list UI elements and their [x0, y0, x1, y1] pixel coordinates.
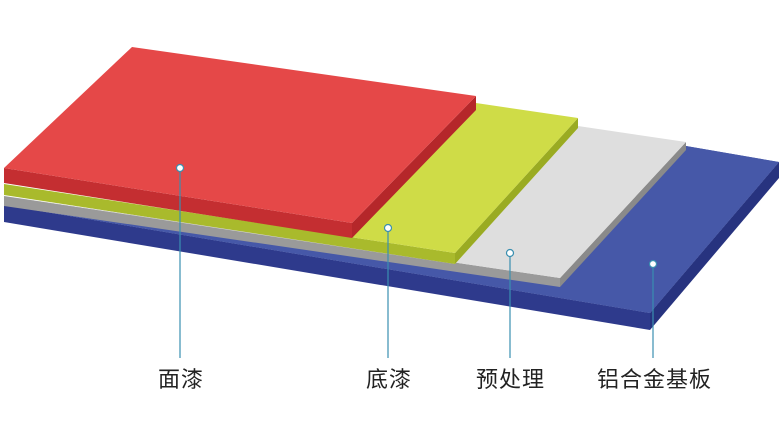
- leader-primer: [383, 223, 393, 358]
- leader-pretreatment: [505, 248, 515, 358]
- topcoat-side-left: [4, 168, 352, 238]
- pretreatment-side-right: [560, 142, 686, 287]
- topcoat-top: [4, 47, 476, 223]
- pretreatment-side-left: [4, 196, 560, 287]
- pretreatment-top: [4, 126, 686, 278]
- substrate-side-left: [4, 205, 650, 330]
- label-primer: 底漆: [366, 368, 413, 393]
- label-substrate: 铝合金基板: [597, 368, 713, 393]
- pretreatment-layer: [4, 126, 686, 287]
- label-pretreatment: 预处理: [476, 368, 546, 393]
- label-topcoat: 面漆: [158, 368, 205, 393]
- leader-dot-primer: [383, 223, 393, 233]
- substrate-top-fill: [4, 146, 779, 313]
- topcoat-side-right: [352, 96, 476, 238]
- primer-layer: [4, 103, 578, 264]
- substrate-side-right: [650, 162, 779, 330]
- primer-top: [4, 103, 578, 253]
- primer-side-left: [4, 184, 455, 264]
- primer-side-right: [455, 118, 578, 264]
- leader-dot-substrate: [648, 259, 658, 269]
- leader-dot-topcoat: [175, 163, 185, 173]
- leader-dot-pretreatment: [505, 248, 515, 258]
- leader-substrate: [648, 259, 658, 358]
- topcoat-layer: [4, 47, 476, 238]
- leader-topcoat: [175, 163, 185, 358]
- substrate-layer: [4, 146, 779, 330]
